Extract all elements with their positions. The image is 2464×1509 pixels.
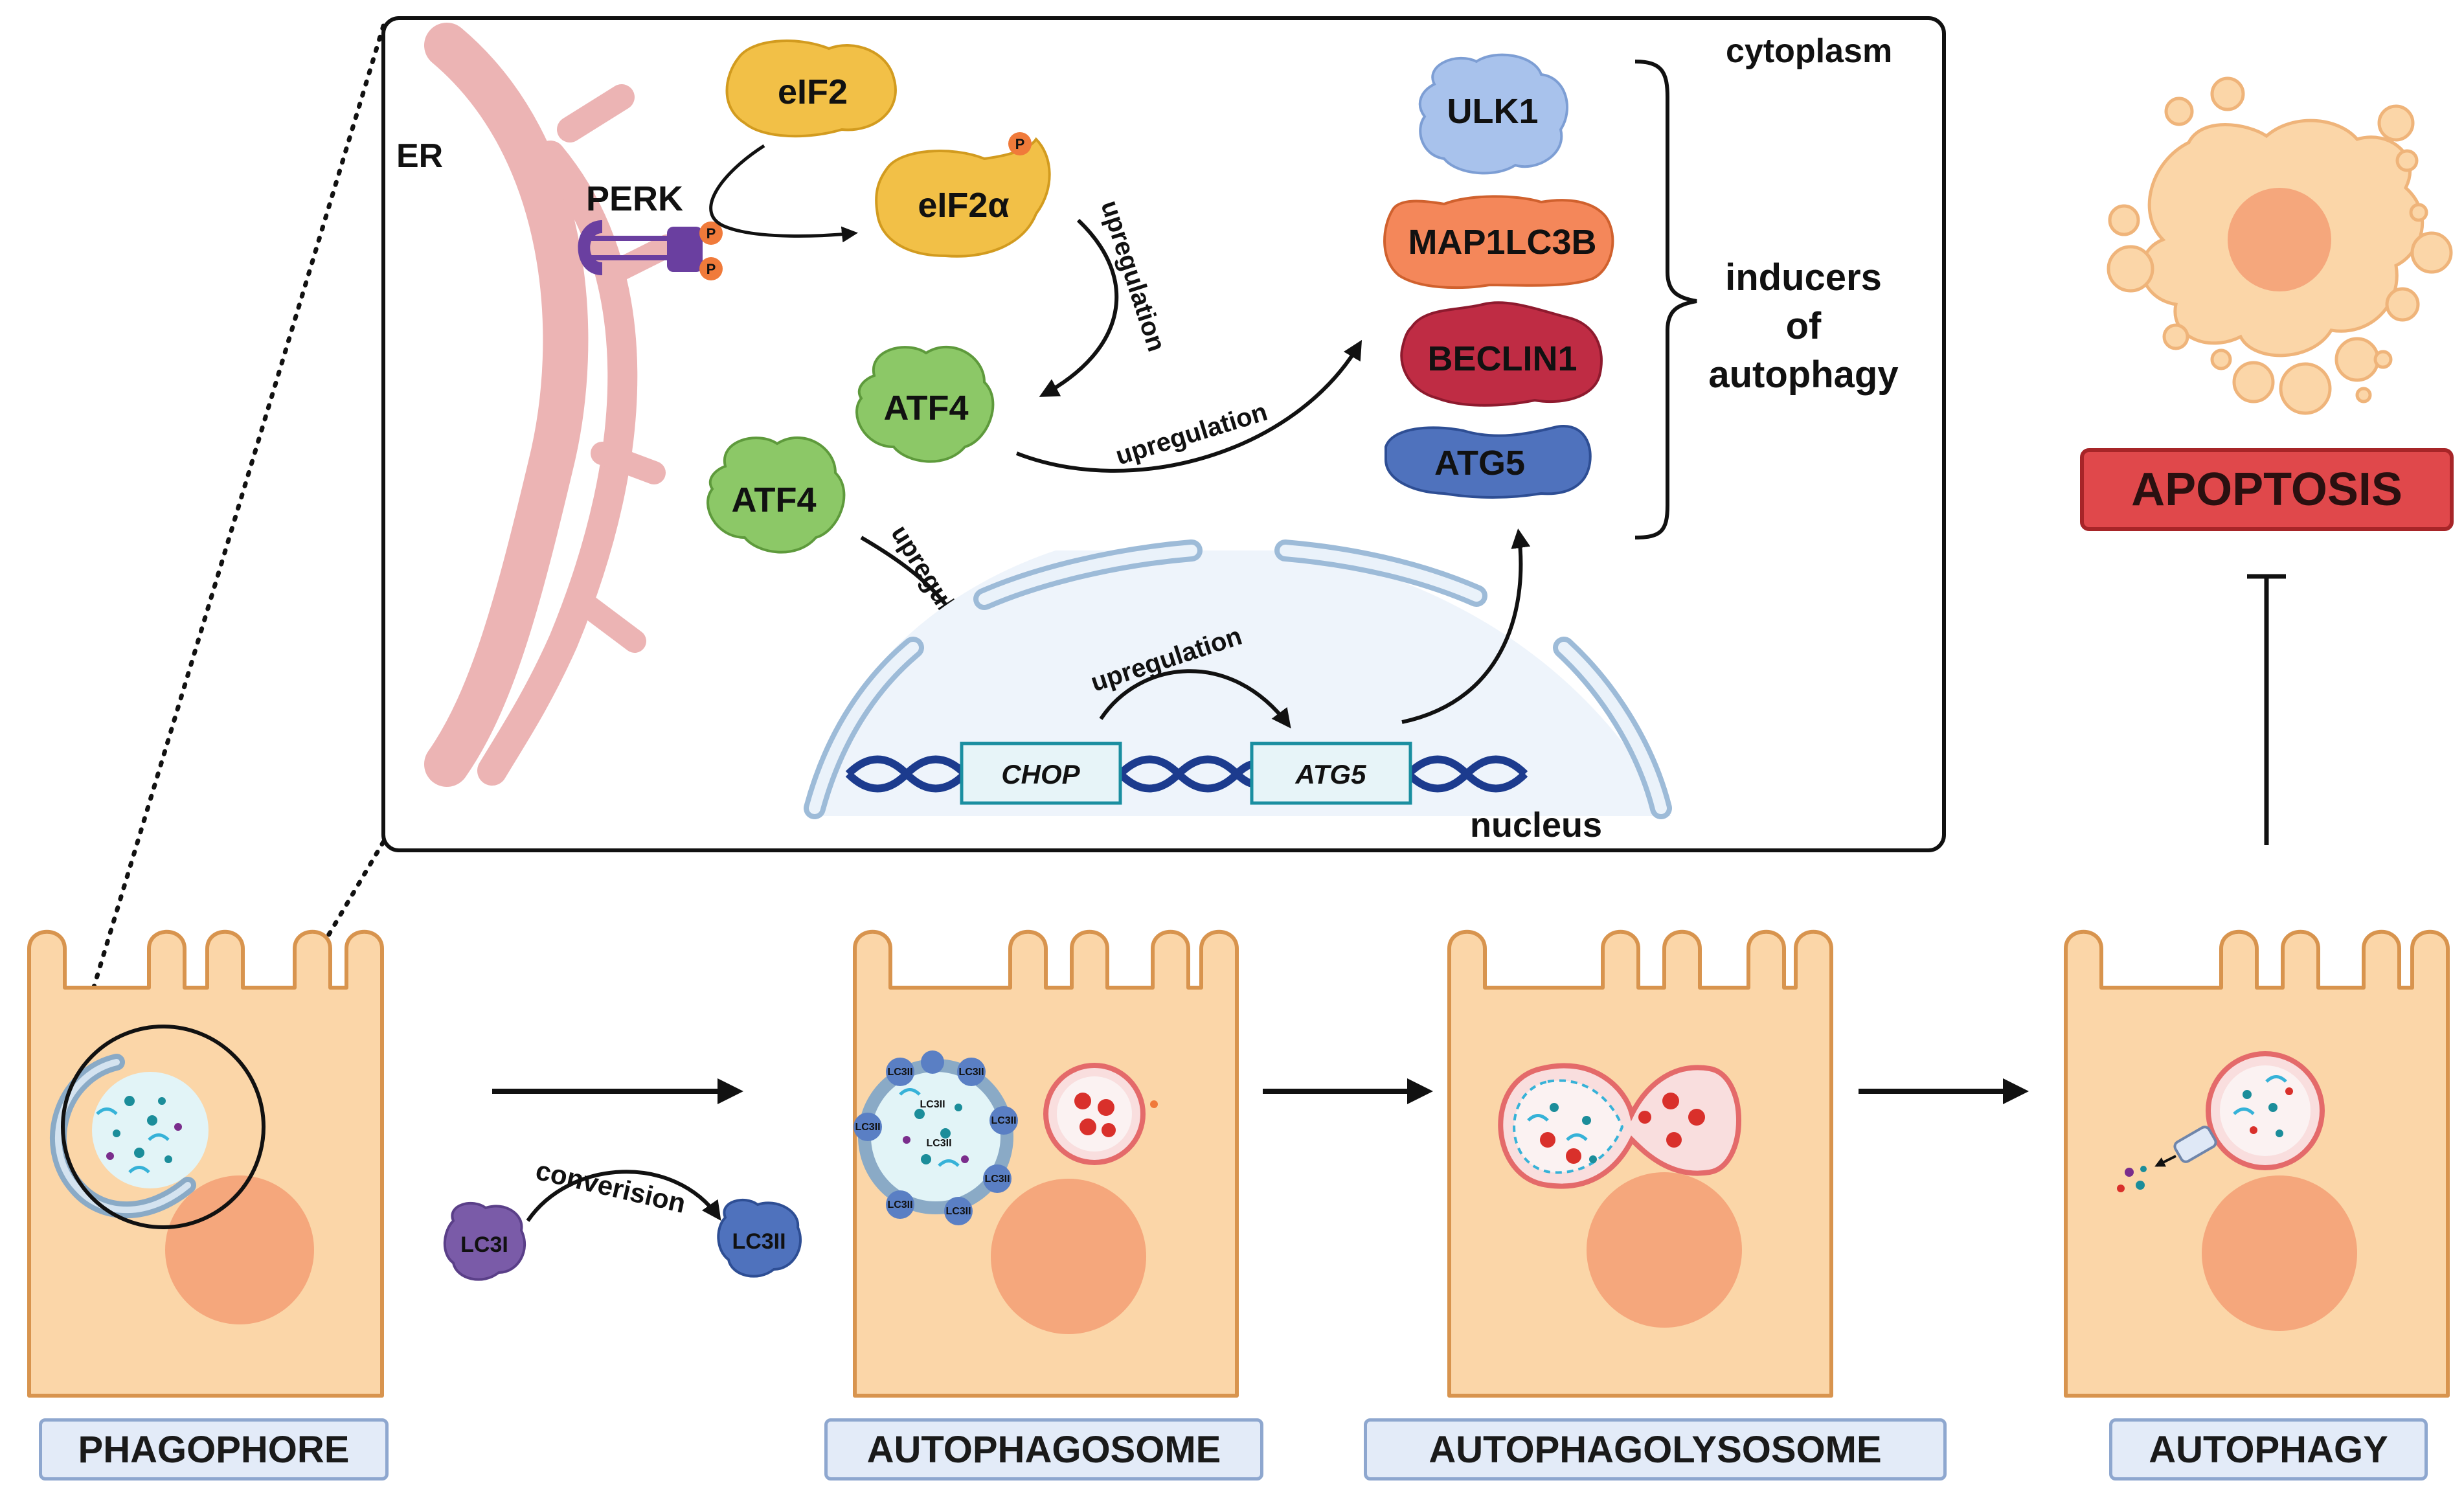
conversion-label: converision (533, 1155, 688, 1219)
svg-text:CHOP: CHOP (1001, 759, 1080, 789)
svg-text:ATF4: ATF4 (732, 481, 817, 519)
beclin1-protein: BECLIN1 (1400, 301, 1603, 407)
svg-text:ATG5: ATG5 (1434, 444, 1525, 482)
atf4-protein-upper: ATF4 (855, 345, 995, 463)
eif2a-protein: P eIF2α (875, 132, 1051, 258)
svg-text:LC3II: LC3II (991, 1115, 1016, 1126)
cell-autophagy (2064, 929, 2450, 1398)
apoptotic-cell-nucleus (2228, 188, 2331, 291)
arrow-atg5-gene-to-protein (1401, 528, 1531, 724)
perk-receptor: P P (578, 220, 723, 280)
chop-gene: CHOP (960, 742, 1122, 805)
inducers-label: inducers of autophagy (1708, 256, 1898, 396)
lc3i-protein: LC3I (443, 1201, 526, 1281)
svg-text:LC3I: LC3I (460, 1232, 508, 1257)
svg-text:autophagy: autophagy (1708, 354, 1898, 396)
svg-text:P: P (706, 225, 716, 242)
svg-text:LC3II: LC3II (732, 1229, 786, 1254)
map1lc3b-protein: MAP1LC3B (1383, 195, 1614, 289)
arrow-lc3-conversion (526, 1170, 721, 1222)
stage-label-autophagosome: AUTOPHAGOSOME (824, 1418, 1263, 1481)
atg5-protein: ATG5 (1385, 425, 1592, 499)
stage-label-autophagy: AUTOPHAGY (2109, 1418, 2428, 1481)
svg-text:ATF4: ATF4 (884, 389, 969, 427)
svg-text:inducers: inducers (1725, 256, 1882, 299)
svg-text:LC3II: LC3II (855, 1122, 880, 1133)
svg-text:LC3II: LC3II (887, 1067, 912, 1078)
er-label: ER (396, 137, 443, 175)
stage-label-phagophore: PHAGOPHORE (39, 1418, 389, 1481)
atg5-gene: ATG5 (1250, 742, 1412, 805)
svg-text:ULK1: ULK1 (1447, 92, 1538, 131)
cytoplasm-label: cytoplasm (1726, 32, 1892, 70)
eif2-protein: eIF2 (725, 40, 897, 138)
svg-text:P: P (706, 261, 716, 277)
svg-text:LC3II: LC3II (887, 1199, 912, 1210)
arrow-atf4-to-inducers (1015, 339, 1362, 473)
perk-label: PERK (586, 179, 683, 218)
nucleus-label: nucleus (1470, 806, 1602, 845)
svg-text:LC3II: LC3II (958, 1067, 984, 1078)
inhibition-arrow (2247, 574, 2286, 845)
svg-text:LC3II: LC3II (945, 1206, 971, 1217)
svg-text:P: P (1015, 136, 1025, 152)
ulk1-protein: ULK1 (1418, 53, 1568, 175)
apoptosis-label: APOPTOSIS (2080, 448, 2454, 531)
cell-autophagosome: LC3II LC3II LC3II LC3II LC3II LC3II LC3I… (853, 929, 1239, 1398)
cell-autophagolysosome (1447, 929, 1833, 1398)
stage-label-autophagolysosome: AUTOPHAGOLYSOSOME (1364, 1418, 1947, 1481)
zoom-lines (69, 23, 386, 1078)
svg-text:MAP1LC3B: MAP1LC3B (1408, 223, 1596, 262)
svg-text:BECLIN1: BECLIN1 (1427, 339, 1577, 378)
svg-text:ATG5: ATG5 (1295, 759, 1367, 789)
svg-text:LC3II: LC3II (926, 1138, 951, 1149)
atf4-protein-lower: ATF4 (706, 436, 846, 554)
lc3ii-protein: LC3II (717, 1198, 802, 1278)
svg-text:of: of (1786, 305, 1822, 347)
svg-text:eIF2: eIF2 (778, 73, 848, 111)
cell-phagophore (27, 929, 384, 1398)
er-membrane (424, 23, 679, 787)
arrow-eif2-to-eif2a (709, 144, 858, 243)
svg-text:eIF2α: eIF2α (918, 186, 1009, 225)
arrow-chop-to-atg5 (1099, 669, 1291, 729)
dna-helix (845, 755, 1528, 793)
arrow-eif2a-to-atf4 (1039, 218, 1119, 397)
curly-brace (1634, 60, 1697, 539)
svg-text:LC3II: LC3II (984, 1174, 1010, 1185)
svg-text:LC3II: LC3II (920, 1099, 945, 1110)
